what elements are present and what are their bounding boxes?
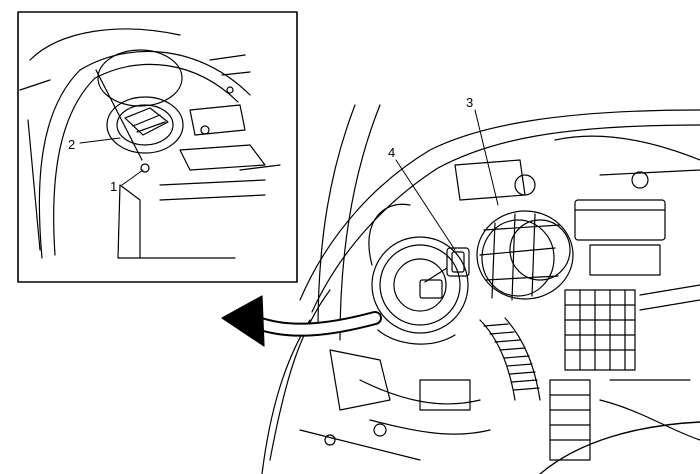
headlamp-assembly bbox=[368, 203, 469, 345]
headlamp-dust-cap bbox=[476, 210, 574, 301]
leader-2 bbox=[79, 137, 121, 144]
access-cover bbox=[106, 96, 184, 154]
leader-1 bbox=[121, 169, 144, 186]
curved-arrow-icon bbox=[221, 295, 382, 347]
callout-2: 2 bbox=[68, 137, 76, 152]
callout-4: 4 bbox=[388, 145, 396, 160]
inset-view bbox=[17, 11, 298, 283]
engine-bay-view bbox=[261, 104, 700, 474]
callout-1: 1 bbox=[110, 179, 118, 194]
upper-components bbox=[454, 159, 700, 311]
callout-3: 3 bbox=[466, 95, 474, 110]
retainer bbox=[140, 163, 150, 173]
callout-leaders bbox=[79, 109, 499, 251]
radiator-core bbox=[549, 289, 636, 461]
leader-4 bbox=[395, 159, 456, 251]
lower-wiring bbox=[299, 349, 700, 461]
leader-3 bbox=[474, 109, 499, 206]
corrugated-hose bbox=[479, 317, 541, 401]
bulb-socket bbox=[419, 247, 470, 299]
